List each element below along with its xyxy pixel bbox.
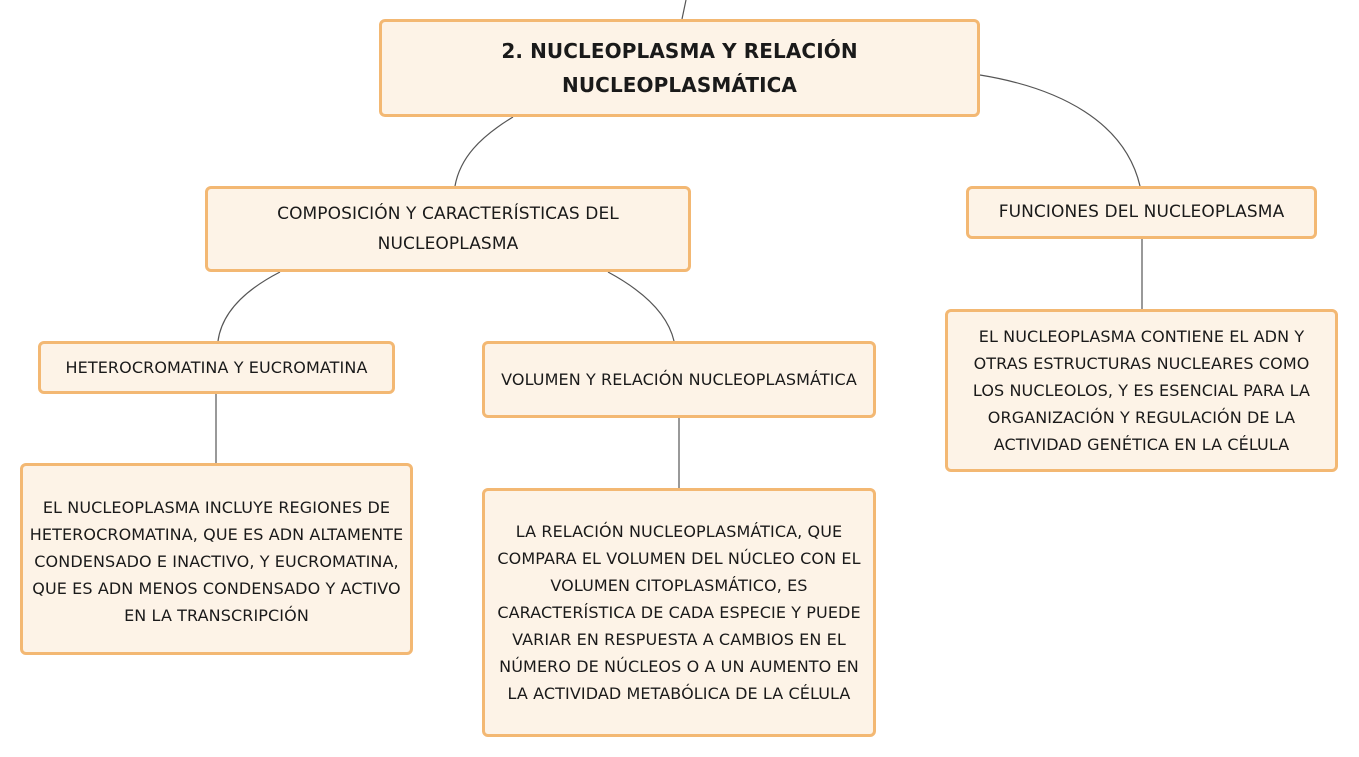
volumen-description-node[interactable]: LA RELACIÓN NUCLEOPLASMÁTICA, QUE COMPAR…	[482, 488, 876, 737]
heterocromatina-description: EL NUCLEOPLASMA INCLUYE REGIONES DE HETE…	[29, 497, 404, 625]
volumen-node[interactable]: VOLUMEN Y RELACIÓN NUCLEOPLASMÁTICA	[482, 341, 876, 418]
composicion-label: COMPOSICIÓN Y CARACTERÍSTICAS DEL NUCLEO…	[277, 204, 619, 254]
connector-main-to-composicion	[454, 116, 514, 187]
connector-composicion-to-volumen	[607, 271, 675, 342]
connector-incoming	[681, 0, 687, 20]
heterocromatina-label: HETEROCROMATINA Y EUCROMATINA	[65, 358, 368, 377]
funciones-label: FUNCIONES DEL NUCLEOPLASMA	[998, 202, 1285, 222]
volumen-description: LA RELACIÓN NUCLEOPLASMÁTICA, QUE COMPAR…	[497, 522, 861, 703]
volumen-label: VOLUMEN Y RELACIÓN NUCLEOPLASMÁTICA	[501, 370, 857, 389]
composicion-node[interactable]: COMPOSICIÓN Y CARACTERÍSTICAS DEL NUCLEO…	[205, 186, 691, 272]
funciones-node[interactable]: FUNCIONES DEL NUCLEOPLASMA	[966, 186, 1317, 239]
funciones-description-node[interactable]: EL NUCLEOPLASMA CONTIENE EL ADN Y OTRAS …	[945, 309, 1338, 472]
connector-main-to-funciones	[979, 74, 1141, 187]
heterocromatina-node[interactable]: HETEROCROMATINA Y EUCROMATINA	[38, 341, 395, 394]
main-topic-label: 2. NUCLEOPLASMA Y RELACIÓN NUCLEOPLASMÁT…	[501, 39, 858, 97]
funciones-description: EL NUCLEOPLASMA CONTIENE EL ADN Y OTRAS …	[972, 327, 1311, 454]
main-topic-node[interactable]: 2. NUCLEOPLASMA Y RELACIÓN NUCLEOPLASMÁT…	[379, 19, 980, 117]
connector-composicion-to-heterocromatina	[217, 271, 281, 342]
heterocromatina-description-node[interactable]: EL NUCLEOPLASMA INCLUYE REGIONES DE HETE…	[20, 463, 413, 655]
